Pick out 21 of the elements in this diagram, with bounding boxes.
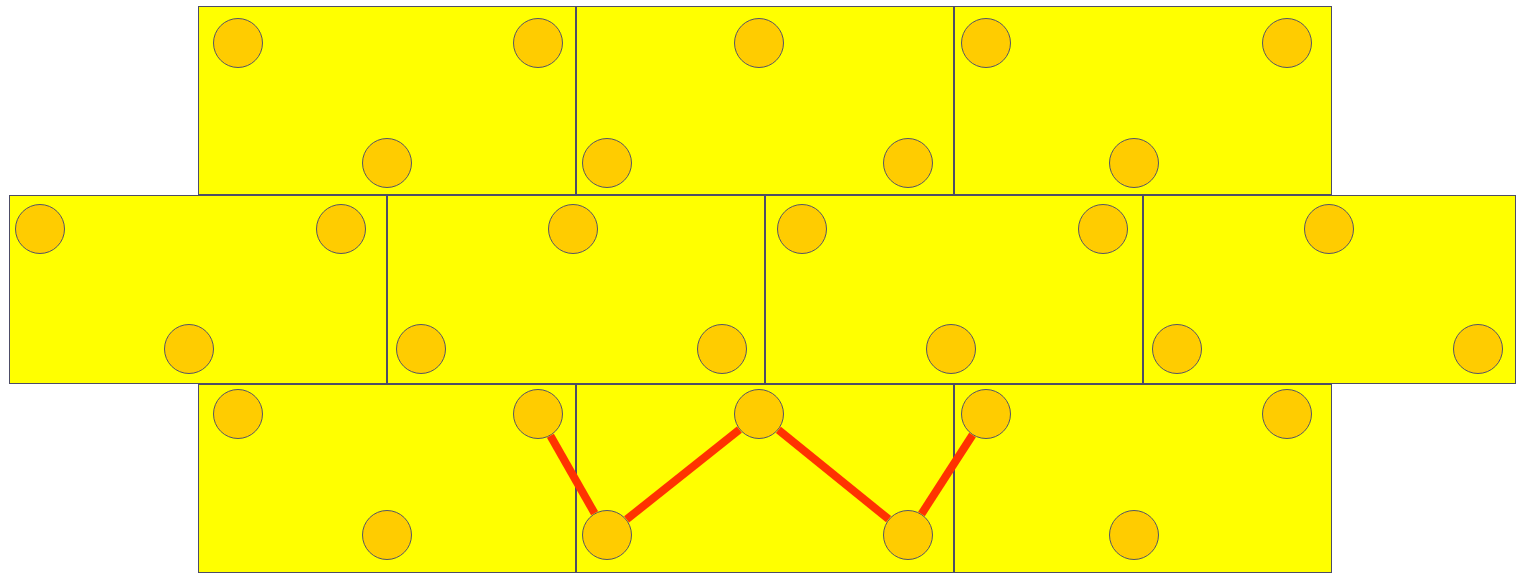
circle-dot xyxy=(1261,388,1312,439)
rectangle-tile xyxy=(198,6,576,195)
connector-line xyxy=(624,426,742,523)
circle-dot xyxy=(512,388,563,439)
rectangle-tile xyxy=(576,384,954,573)
circle-dot xyxy=(733,388,784,439)
rectangle-tile xyxy=(387,195,765,384)
circle-dot xyxy=(960,388,1011,439)
rectangle-tile xyxy=(954,384,1332,573)
rectangle-tile xyxy=(9,195,387,384)
connector-line xyxy=(775,426,892,523)
rectangle-tile xyxy=(765,195,1143,384)
circle-dot xyxy=(212,388,263,439)
connector-line xyxy=(918,432,976,517)
rectangle-tile xyxy=(1143,195,1516,384)
circle-dot xyxy=(882,509,933,560)
connector-line xyxy=(546,433,599,516)
rectangle-tile xyxy=(576,6,954,195)
circle-dot xyxy=(581,509,632,560)
rectangle-tile xyxy=(198,384,576,573)
rectangle-tile xyxy=(954,6,1332,195)
